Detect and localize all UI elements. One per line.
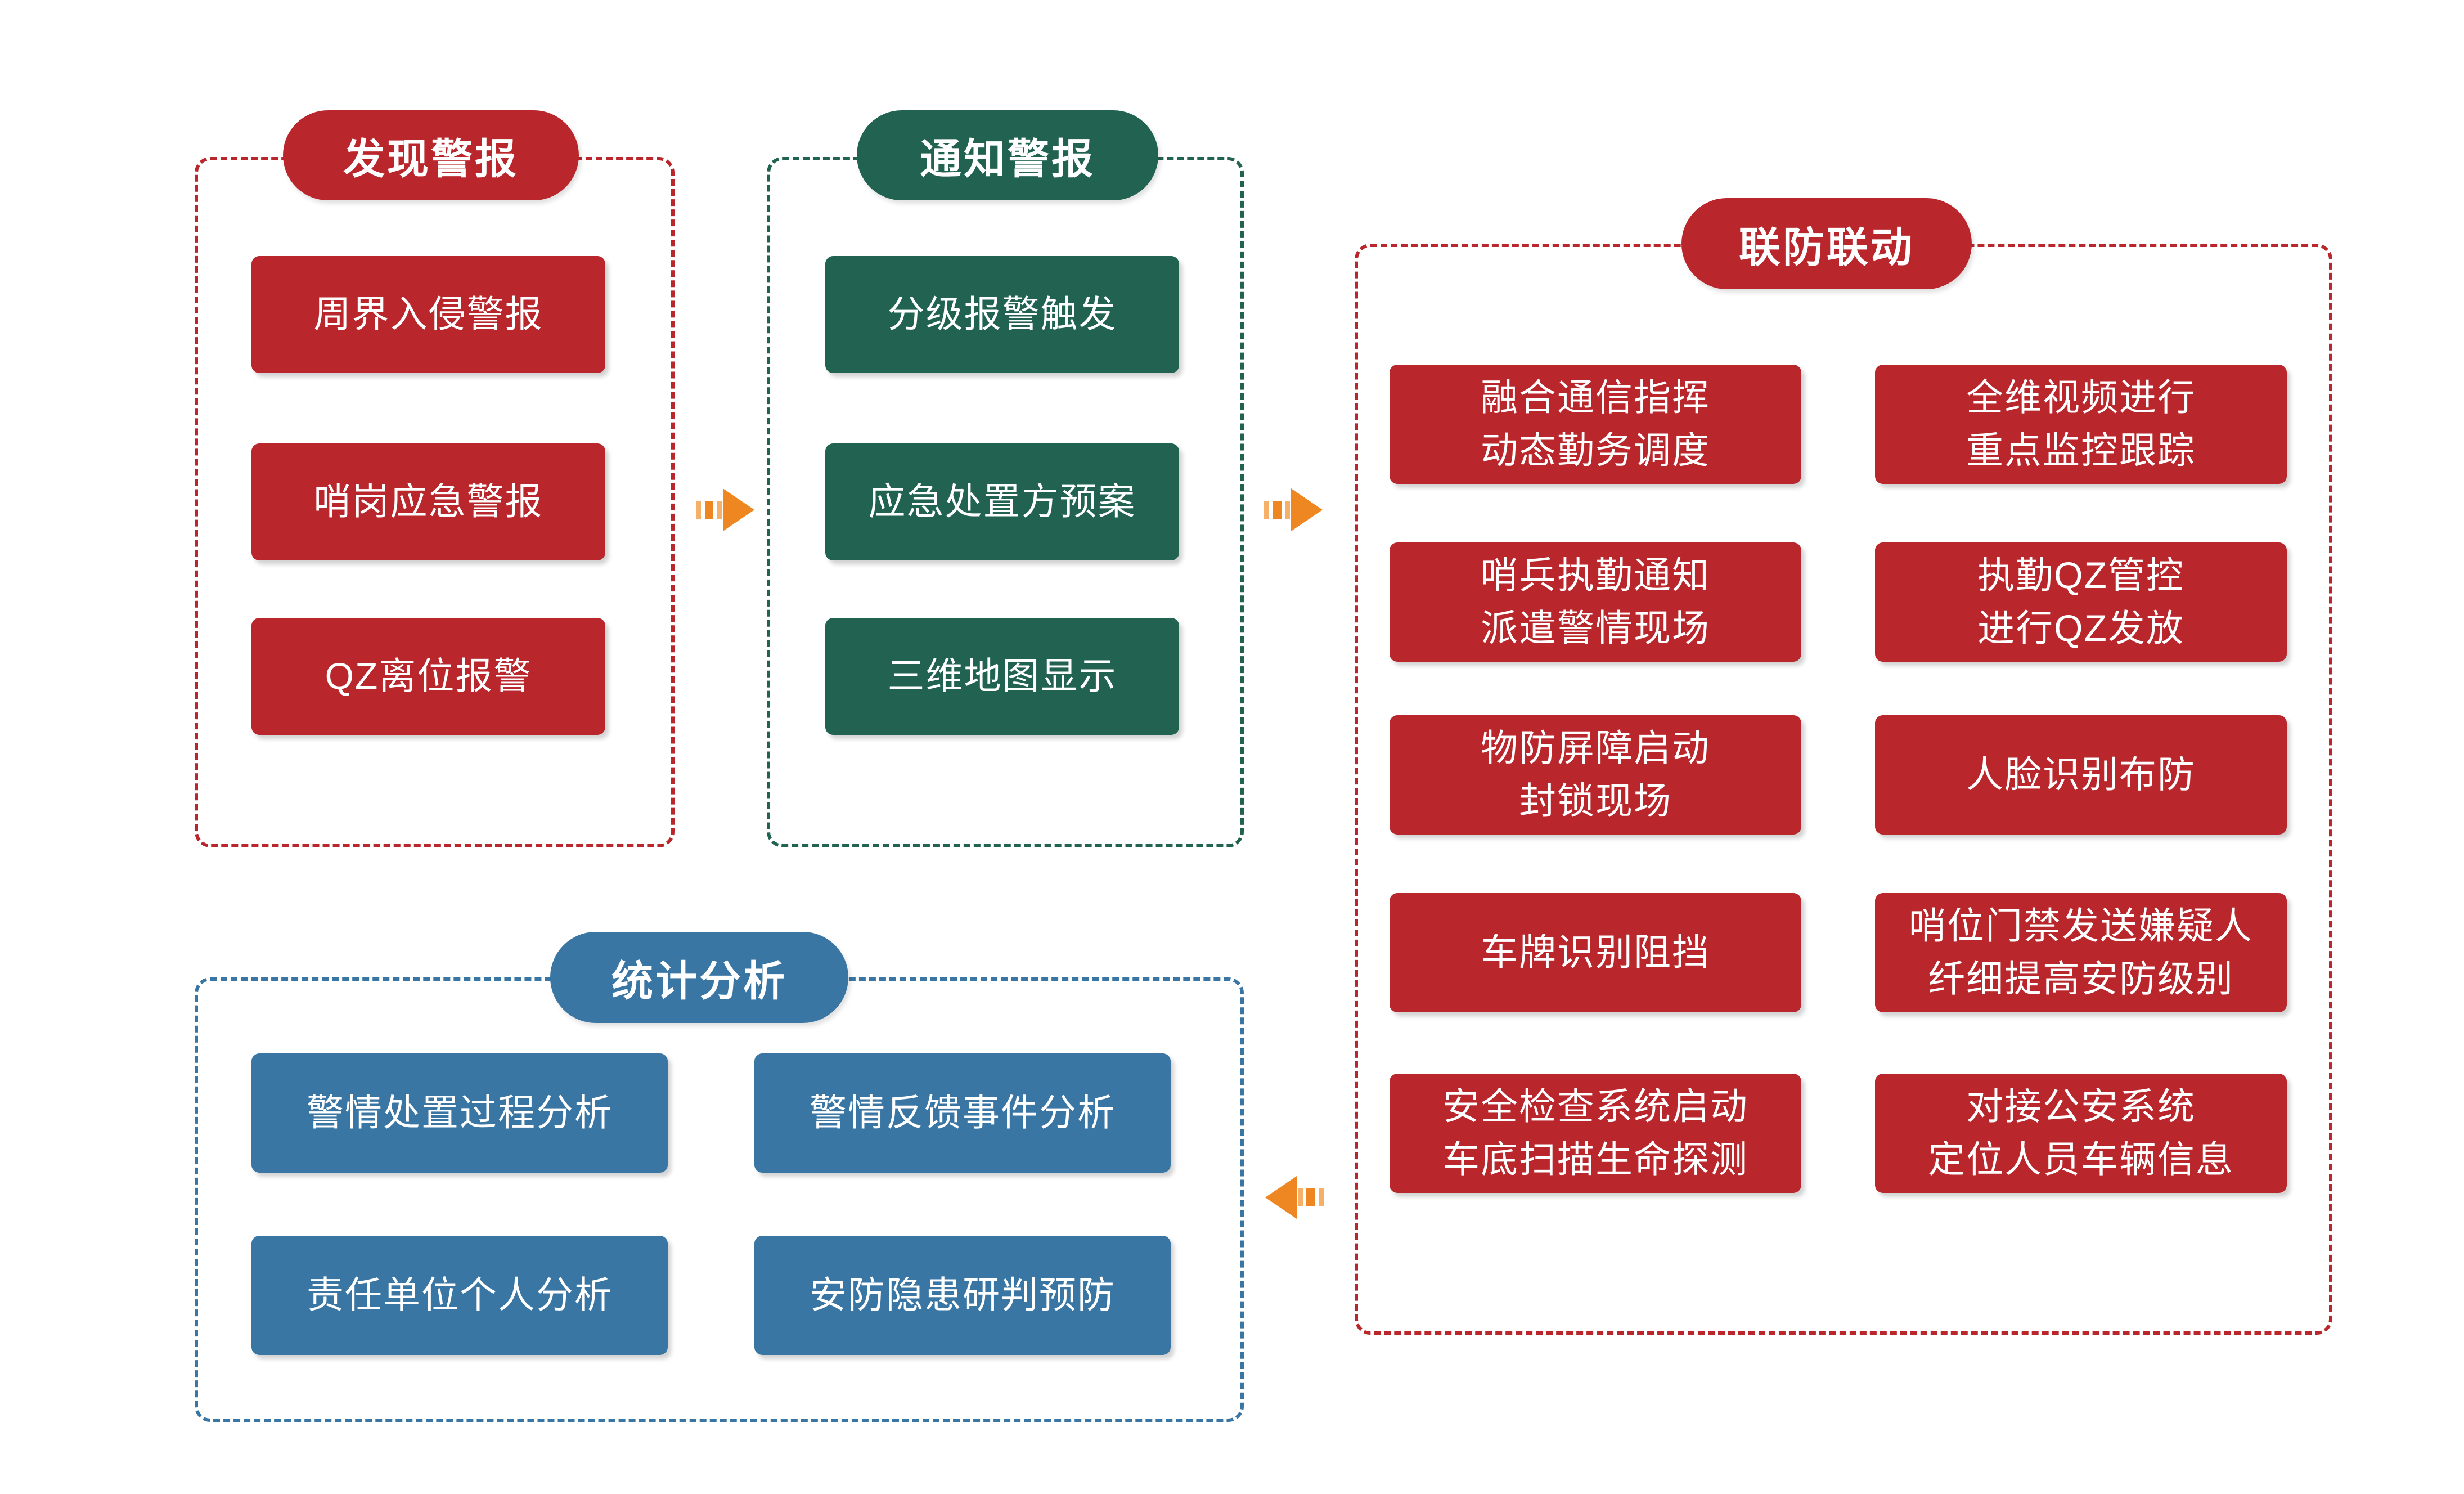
box-line: 动态勤务调度 [1481, 429, 1710, 471]
box-line: 安防隐患研判预防 [810, 1274, 1116, 1316]
flow-box-feedback-analysis: 警情反馈事件分析 [754, 1053, 1171, 1173]
box-line: 人脸识别布防 [1966, 753, 2196, 796]
flow-box-responsibility-analysis: 责任单位个人分析 [251, 1236, 668, 1355]
flow-arrow-right-icon [1264, 486, 1324, 534]
box-line: 物防屏障启动 [1481, 727, 1710, 769]
flow-arrow-right-icon [696, 486, 756, 534]
group-notify-alert-header: 通知警报 [857, 110, 1158, 200]
box-line: 警情处置过程分析 [307, 1092, 613, 1134]
flow-box-plate-block: 车牌识别阻挡 [1390, 893, 1801, 1012]
group-title-text: 通知警报 [920, 135, 1095, 182]
box-line: 对接公安系统 [1966, 1085, 2196, 1128]
box-line: 哨兵执勤通知 [1481, 554, 1710, 596]
box-line: 责任单位个人分析 [307, 1274, 613, 1316]
box-line: 警情反馈事件分析 [810, 1092, 1116, 1134]
group-title-text: 发现警报 [343, 135, 519, 182]
flow-box-hazard-prediction: 安防隐患研判预防 [754, 1236, 1171, 1355]
flow-box-police-system: 对接公安系统 定位人员车辆信息 [1875, 1074, 2287, 1193]
flow-box-sentry-dispatch: 哨兵执勤通知 派遣警情现场 [1390, 542, 1801, 662]
flow-box-security-check: 安全检查系统启动 车底扫描生命探测 [1390, 1074, 1801, 1193]
box-line: 封锁现场 [1519, 780, 1672, 822]
box-line: 哨位门禁发送嫌疑人 [1909, 905, 2253, 947]
box-line: QZ离位报警 [325, 655, 532, 697]
box-line: 三维地图显示 [887, 655, 1117, 697]
flow-box-qz-offpost: QZ离位报警 [251, 618, 605, 735]
group-title-text: 联防联动 [1739, 223, 1914, 271]
flow-box-qz-control: 执勤QZ管控 进行QZ发放 [1875, 542, 2287, 662]
flow-box-graded-alarm: 分级报警触发 [825, 256, 1179, 373]
group-statistical-analysis-header: 统计分析 [550, 932, 848, 1023]
box-line: 纤细提高安防级别 [1928, 958, 2234, 999]
box-line: 车牌识别阻挡 [1481, 931, 1710, 973]
flow-arrow-left-icon [1264, 1173, 1324, 1222]
box-line: 全维视频进行 [1966, 376, 2196, 419]
box-line: 应急处置方预案 [868, 481, 1136, 523]
group-joint-defense-header: 联防联动 [1681, 198, 1972, 289]
group-statistical-analysis-zone [195, 977, 1244, 1422]
box-line: 分级报警触发 [887, 293, 1117, 335]
flow-box-physical-barrier: 物防屏障启动 封锁现场 [1390, 715, 1801, 835]
flow-box-access-suspect: 哨位门禁发送嫌疑人 纤细提高安防级别 [1875, 893, 2287, 1012]
flow-box-fusion-comm: 融合通信指挥 动态勤务调度 [1390, 365, 1801, 484]
box-line: 定位人员车辆信息 [1928, 1138, 2234, 1180]
box-line: 派遣警情现场 [1481, 607, 1710, 649]
box-line: 进行QZ发放 [1977, 607, 2184, 649]
box-line: 重点监控跟踪 [1966, 429, 2196, 471]
flow-box-face-recognition: 人脸识别布防 [1875, 715, 2287, 835]
flow-box-3d-map: 三维地图显示 [825, 618, 1179, 735]
box-line: 融合通信指挥 [1481, 376, 1710, 419]
group-discover-alert-header: 发现警报 [283, 110, 579, 200]
flow-box-emergency-plan: 应急处置方预案 [825, 443, 1179, 560]
flow-box-video-tracking: 全维视频进行 重点监控跟踪 [1875, 365, 2287, 484]
box-line: 安全检查系统启动 [1442, 1085, 1748, 1128]
flow-box-disposal-analysis: 警情处置过程分析 [251, 1053, 668, 1173]
box-line: 周界入侵警报 [313, 293, 543, 335]
flow-box-sentry-emergency: 哨岗应急警报 [251, 443, 605, 560]
box-line: 执勤QZ管控 [1977, 554, 2184, 596]
box-line: 车底扫描生命探测 [1442, 1138, 1748, 1180]
box-line: 哨岗应急警报 [313, 481, 543, 523]
flow-box-perimeter-intrusion: 周界入侵警报 [251, 256, 605, 373]
group-title-text: 统计分析 [611, 957, 787, 1004]
